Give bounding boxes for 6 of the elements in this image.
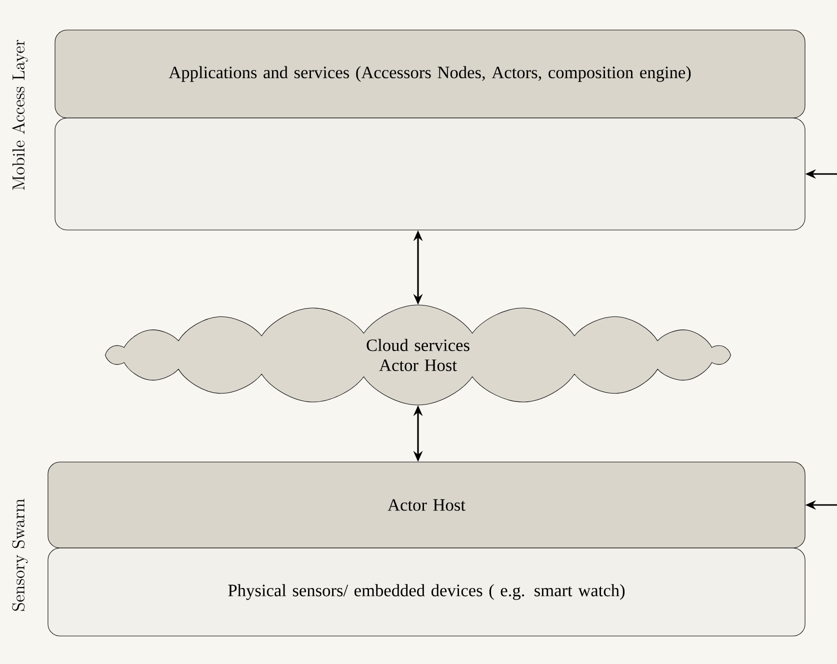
layer-label: Mobile Access Layer <box>12 40 28 190</box>
layer-label: Sensory Swarm <box>12 498 28 611</box>
layer-box: Applications and services (Accessors Nodes, Actors, composition engine) <box>54 30 806 118</box>
layer-box <box>54 118 806 230</box>
layer-box: Actor Host <box>48 462 806 548</box>
layer-box: Physical sensors/ embedded devices ( e.g. smart watch) <box>48 548 806 636</box>
